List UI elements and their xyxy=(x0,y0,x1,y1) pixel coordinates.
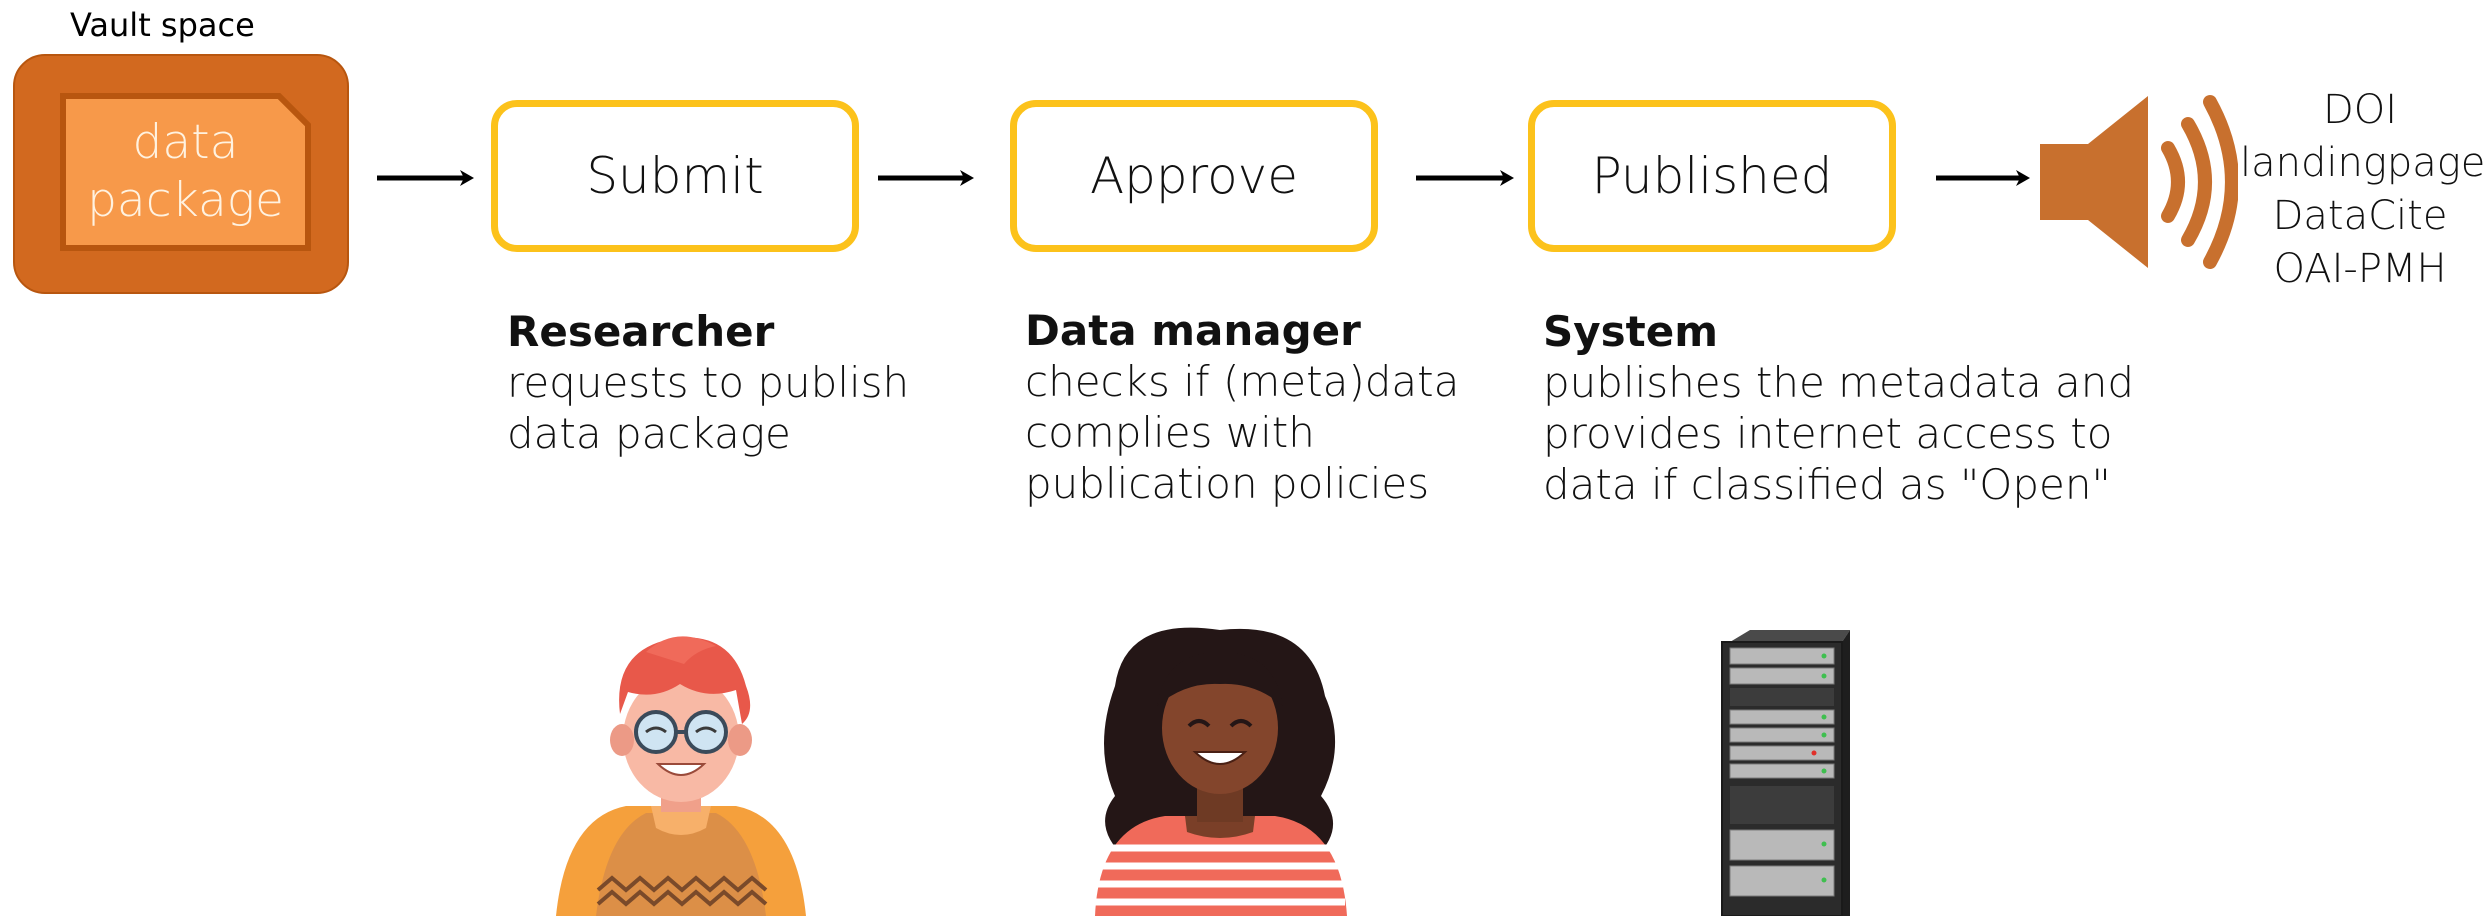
vault-space: data package xyxy=(13,54,349,294)
output-oai-pmh: OAI-PMH xyxy=(2273,246,2447,292)
output-landingpage: landingpage xyxy=(2240,140,2486,186)
data-manager-avatar xyxy=(1095,627,1347,916)
system-text: publishes the metadata and provides inte… xyxy=(1543,358,2135,509)
step-published: Published xyxy=(1528,100,1896,252)
data-manager-text: checks if (meta)data complies with publi… xyxy=(1025,357,1460,508)
step-submit: Submit xyxy=(491,100,859,252)
output-datacite: DataCite xyxy=(2272,193,2448,239)
output-doi: DOI xyxy=(2322,87,2398,133)
output-list: DOI landingpage DataCite OAI-PMH xyxy=(2240,84,2486,296)
researcher-text: requests to publish data package xyxy=(507,358,910,458)
data-package-label: data package xyxy=(87,115,284,228)
role-system: System xyxy=(1543,307,1718,356)
vault-space-label: Vault space xyxy=(70,6,255,44)
step-approve: Approve xyxy=(1010,100,1378,252)
speaker-icon xyxy=(2040,95,2238,269)
researcher-description: Researcher requests to publish data pack… xyxy=(507,306,909,459)
researcher-avatar xyxy=(556,636,806,916)
data-manager-description: Data manager checks if (meta)data compli… xyxy=(1025,305,1459,509)
system-description: System publishes the metadata and provid… xyxy=(1543,306,2134,510)
data-package: data package xyxy=(59,92,312,252)
role-data-manager: Data manager xyxy=(1025,306,1361,355)
role-researcher: Researcher xyxy=(507,307,775,356)
server-rack-icon xyxy=(1721,630,1850,916)
